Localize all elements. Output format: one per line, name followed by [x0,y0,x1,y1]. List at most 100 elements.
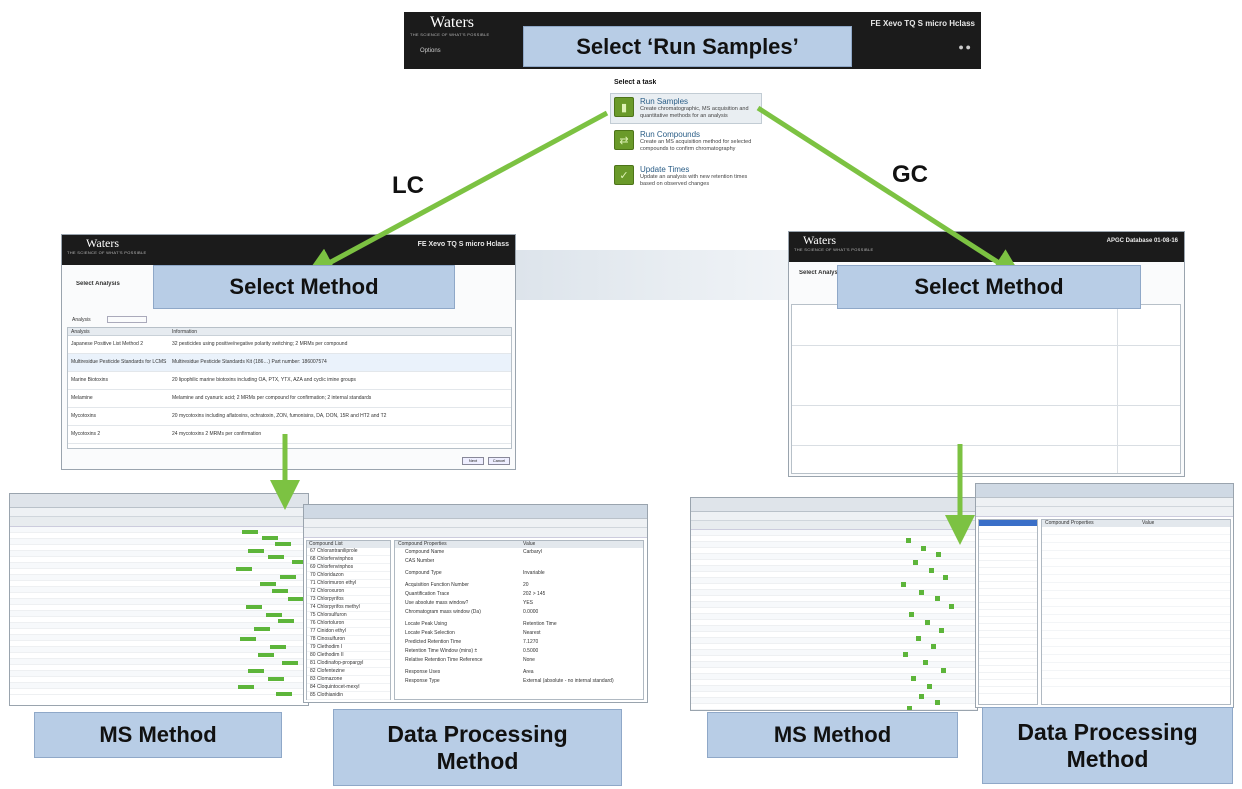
compound-item[interactable]: 85 Clothianidin [307,692,390,700]
compound-item[interactable]: 84 Cloquintocet-mexyl [307,684,390,692]
compound-item[interactable]: 72 Chloroxuron [307,588,390,596]
help-icon[interactable]: ● ● [958,42,971,52]
ms-segment-marker [919,590,924,595]
run-compounds-icon: ⇄ [614,130,634,150]
ms-segment-marker [268,555,284,559]
ms-segment-marker [925,620,930,625]
property-row[interactable]: Retention Time Window (mins) ±0.5000 [405,648,539,654]
ms-segment-marker [931,644,936,649]
property-row[interactable]: Use absolute mass window?YES [405,600,534,606]
ms-segment-marker [262,536,278,540]
ms-segment-marker [278,619,294,623]
ms-segment-marker [268,677,284,681]
ms-segment-marker [272,589,288,593]
run-samples-icon: ▮ [614,97,634,117]
ms-segment-marker [292,560,308,564]
lc-header: Waters THE SCIENCE OF WHAT'S POSSIBLE FE… [62,235,515,265]
gc-properties-panel: Compound Properties Value [1041,519,1231,705]
select-run-samples-label: Select ‘Run Samples’ [523,26,852,67]
compound-item[interactable]: 70 Chloridazon [307,572,390,580]
lc-analysis-table: Analysis Information Japanese Positive L… [67,327,512,449]
product-name: FE Xevo TQ S micro Hclass [870,19,975,28]
gc-data-processing-window: Compound Properties Value [975,483,1234,708]
compound-item[interactable]: 83 Clomazone [307,676,390,684]
lc-label: LC [392,172,424,199]
lc-analysis-title: Select Analysis [76,281,120,287]
ms-segment-marker [242,530,258,534]
ms-segment-marker [936,552,941,557]
ms-segment-marker [901,582,906,587]
gc-compound-list-panel [978,519,1038,705]
tagline: THE SCIENCE OF WHAT'S POSSIBLE [410,32,490,37]
lc-next-button[interactable]: Next [462,457,484,465]
property-row[interactable]: Chromatogram mass window (Da)0.0000 [405,609,539,615]
ms-segment-marker [260,582,276,586]
ms-segment-marker [248,549,264,553]
compound-item[interactable]: 82 Clofentezine [307,668,390,676]
compound-item[interactable]: 78 Cinosulfuron [307,636,390,644]
compound-item[interactable]: 79 Clethodim I [307,644,390,652]
ms-segment-marker [916,636,921,641]
ms-segment-marker [282,661,298,665]
ms-segment-marker [906,538,911,543]
compound-item[interactable]: 77 Cinidon ethyl [307,628,390,636]
ms-segment-marker [913,560,918,565]
waters-logo: Waters [430,14,475,31]
ms-segment-marker [276,692,292,696]
compound-item[interactable]: 71 Chlorimuron ethyl [307,580,390,588]
compound-item[interactable]: 68 Chlorfenvinphos [307,556,390,564]
ms-segment-marker [949,604,954,609]
ms-segment-marker [288,597,304,601]
gc-header: Waters THE SCIENCE OF WHAT'S POSSIBLE AP… [789,232,1184,262]
property-row[interactable]: CAS Number [405,558,435,564]
ms-segment-marker [919,694,924,699]
ms-segment-marker [238,685,254,689]
ms-segment-marker [929,568,934,573]
ms-segment-marker [270,645,286,649]
lc-analysis-search[interactable] [107,316,147,323]
ms-segment-marker [927,684,932,689]
ms-segment-marker [939,628,944,633]
ms-segment-marker [275,542,291,546]
ms-segment-marker [909,612,914,617]
compound-item[interactable]: 67 Chlorantraniliprole [307,548,390,556]
lc-data-processing-label: Data Processing Method [333,709,622,786]
compound-item[interactable]: 74 Chlorpyrifos methyl [307,604,390,612]
lc-analysis-field-label: Analysis [72,317,91,323]
ms-segment-marker [935,700,940,705]
compound-item[interactable]: 69 Chlorfenvinphos [307,564,390,572]
compound-item[interactable]: 73 Chlorpyrifos [307,596,390,604]
compound-item[interactable]: 75 Chlorsulfuron [307,612,390,620]
compound-item[interactable]: 76 Chlortoluron [307,620,390,628]
options-menu[interactable]: Options [420,48,441,54]
compound-item[interactable]: 81 Clodinafop-propargyl [307,660,390,668]
compound-item[interactable]: 80 Clethodim II [307,652,390,660]
ms-segment-marker [266,613,282,617]
gc-analysis-title: Select Analysis [799,270,843,276]
gc-analysis-table [791,304,1181,474]
lc-cancel-button[interactable]: Cancel [488,457,510,465]
lc-ms-rows [10,527,308,699]
analysis-row[interactable]: Multiresidue Pesticide Standards for LCM… [68,354,511,372]
